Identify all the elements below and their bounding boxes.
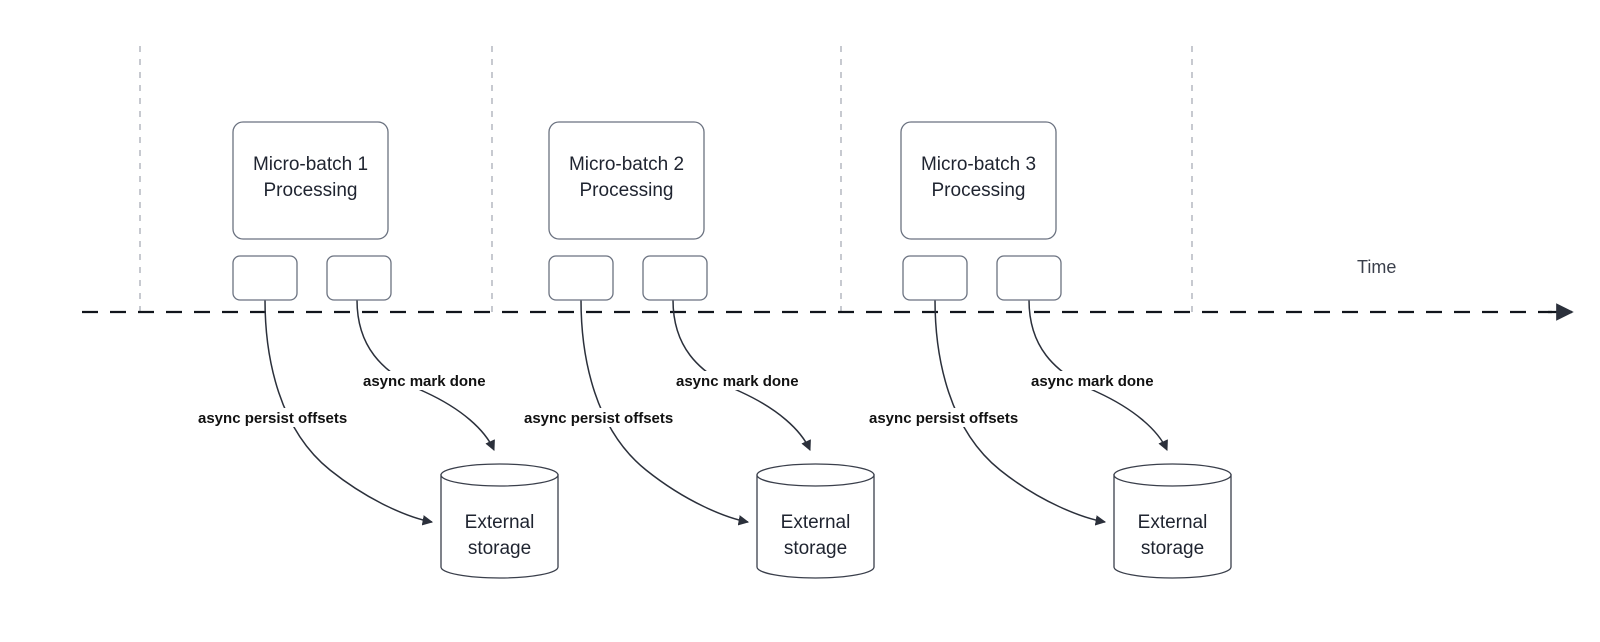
external-storage-1[interactable] [440,463,559,579]
mark-done-curve-3 [1028,299,1168,451]
micro-batch-label-1-line1: Micro-batch 1 [253,154,368,175]
micro-batch-box-1[interactable] [232,121,389,240]
external-storage-label-2-line2: storage [784,538,847,559]
micro-batch-label-2-line2: Processing [580,180,674,201]
edge-label-mark-done-1: async mark done [363,373,486,390]
micro-batch-box-3[interactable] [900,121,1057,240]
group-1: Micro-batch 1 Processing External storag… [196,121,559,579]
task-box-1-persist[interactable] [232,255,298,301]
micro-batch-label-3-line2: Processing [932,180,1026,201]
group-3: Micro-batch 3 Processing External storag… [867,121,1232,579]
task-box-3-mark-done[interactable] [996,255,1062,301]
external-storage-3[interactable] [1113,463,1232,579]
group-2: Micro-batch 2 Processing External storag… [522,121,875,579]
task-box-2-mark-done[interactable] [642,255,708,301]
mark-done-curve-2 [672,299,811,451]
external-storage-label-1-line1: External [465,512,535,533]
external-storage-label-3-line2: storage [1141,538,1204,559]
micro-batch-label-3-line1: Micro-batch 3 [921,154,1036,175]
edge-label-persist-2: async persist offsets [524,410,673,427]
mark-done-label-bg-3 [1029,371,1167,390]
external-storage-label-3-line1: External [1138,512,1208,533]
edge-label-mark-done-2: async mark done [676,373,799,390]
task-box-1-mark-done[interactable] [326,255,392,301]
separator-group [139,46,1193,312]
micro-batch-box-2[interactable] [548,121,705,240]
mark-done-curve-1 [356,299,495,451]
external-storage-2[interactable] [756,463,875,579]
edge-label-mark-done-3: async mark done [1031,373,1154,390]
persist-label-bg-3 [867,408,1043,427]
task-box-3-persist[interactable] [902,255,968,301]
task-box-2-persist[interactable] [548,255,614,301]
external-storage-label-1-line2: storage [468,538,531,559]
persist-label-bg-1 [196,408,372,427]
persist-label-bg-2 [522,408,698,427]
micro-batch-label-1-line2: Processing [264,180,358,201]
time-axis-label: Time [1357,257,1396,277]
external-storage-label-2-line1: External [781,512,851,533]
persist-curve-1 [264,299,434,526]
edge-label-persist-1: async persist offsets [198,410,347,427]
micro-batch-label-2-line1: Micro-batch 2 [569,154,684,175]
mark-done-label-bg-1 [361,371,499,390]
mark-done-label-bg-2 [674,371,812,390]
edge-label-persist-3: async persist offsets [869,410,1018,427]
persist-curve-3 [934,299,1107,526]
persist-curve-2 [580,299,750,526]
